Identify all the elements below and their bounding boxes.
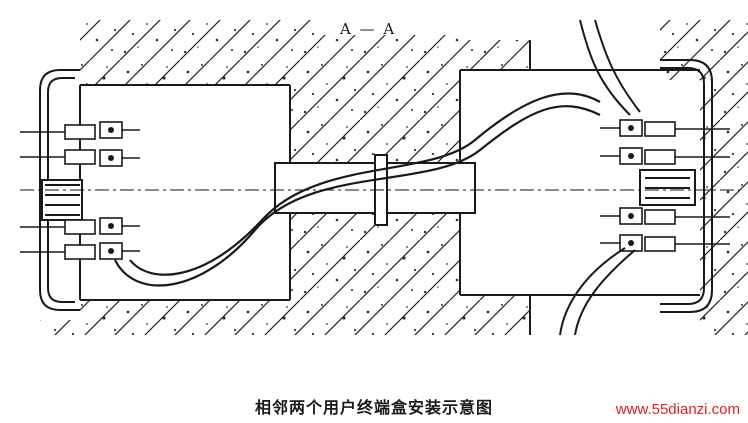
right-wall — [460, 20, 748, 335]
watermark-text: www.55dianzi.com — [615, 401, 740, 418]
section-label: A — A — [340, 20, 397, 38]
main-cable — [114, 92, 601, 287]
diagram-caption: 相邻两个用户终端盒安装示意图 — [254, 398, 493, 417]
right-cables — [559, 19, 641, 336]
right-terminal-box — [639, 59, 713, 313]
terminal-marks — [108, 125, 634, 254]
